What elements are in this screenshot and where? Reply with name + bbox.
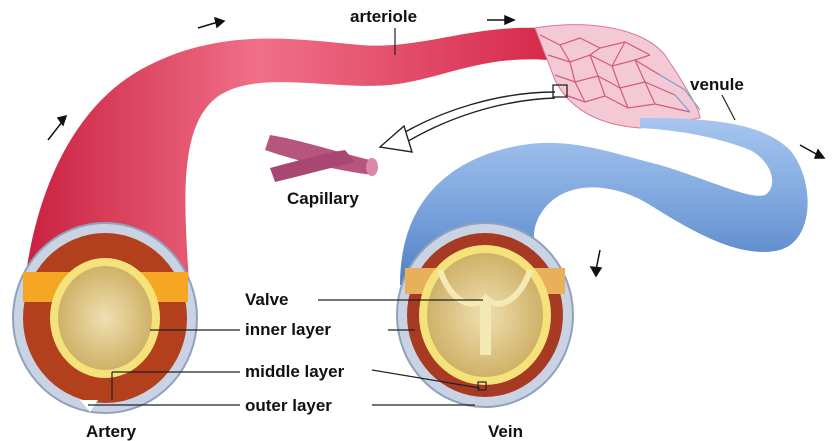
vein-label: Vein (488, 422, 523, 441)
artery-label: Artery (86, 422, 137, 441)
capillary-label: Capillary (287, 189, 359, 208)
arteriole-label: arteriole (350, 7, 417, 26)
capillary-illustration (265, 135, 378, 182)
inner-layer-label: inner layer (245, 320, 331, 339)
middle-layer-label: middle layer (245, 362, 345, 381)
outer-layer-label: outer layer (245, 396, 332, 415)
artery-cross-section (13, 223, 197, 413)
vein-cross-section (397, 223, 573, 407)
magnify-arrow-icon (380, 92, 555, 152)
valve-label: Valve (245, 290, 289, 309)
venule-label: venule (690, 75, 744, 94)
